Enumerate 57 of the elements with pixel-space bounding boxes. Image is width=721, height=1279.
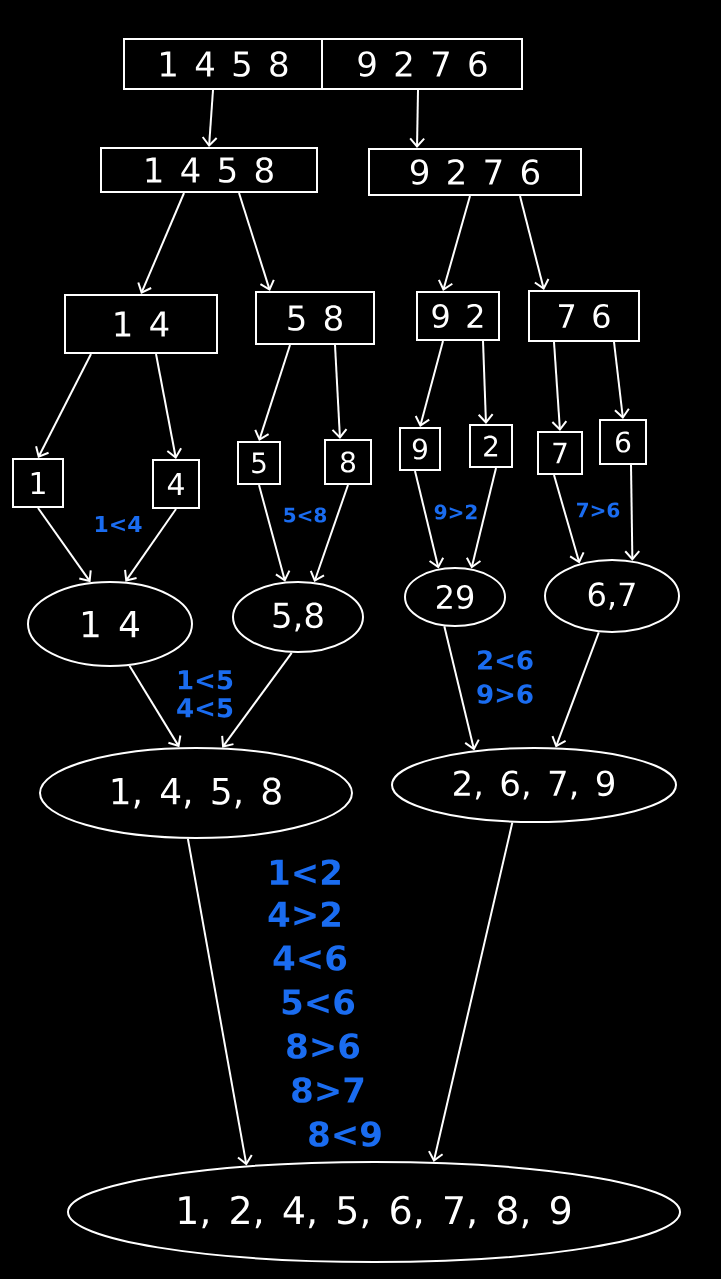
comparison-label: 9>6: [477, 684, 533, 704]
arrow: [409, 89, 426, 148]
array-box: 5 8: [255, 291, 375, 345]
comparison-label: 1<4: [95, 516, 142, 533]
comparison-label: 5<8: [284, 507, 327, 523]
arrow: [465, 467, 497, 569]
arrow: [128, 664, 182, 748]
comparison-label: 8>7: [292, 1077, 364, 1103]
arrow: [309, 484, 349, 583]
comparison-label: 2<6: [478, 650, 533, 670]
array-box: 2: [469, 424, 513, 468]
arrow: [553, 474, 585, 564]
arrow: [35, 353, 92, 458]
arrow: [519, 195, 550, 290]
arrow: [201, 89, 218, 147]
array-box: 7: [537, 431, 583, 475]
arrow: [437, 195, 471, 291]
arrow: [477, 340, 494, 424]
array-box: 4: [152, 459, 200, 509]
comparison-label: 4>2: [268, 901, 340, 927]
arrow: [37, 507, 92, 583]
array-box: 1 4: [64, 294, 218, 354]
comparison-label: 5<6: [282, 989, 355, 1015]
array-box: 8: [324, 439, 372, 485]
arrow: [414, 340, 444, 427]
array-box: 9: [399, 427, 441, 471]
arrow: [137, 192, 185, 294]
arrow: [443, 625, 480, 751]
arrow: [186, 837, 253, 1166]
arrow: [551, 631, 600, 748]
arrow: [221, 651, 293, 748]
array-box: 1: [12, 458, 64, 508]
comparison-label: 7>6: [577, 502, 620, 518]
comparison-label: 4<6: [273, 945, 347, 971]
arrow: [551, 341, 568, 431]
array-box: 1 4 5 8: [100, 147, 318, 193]
comparison-label: 4<5: [177, 698, 233, 718]
array-box: 9 2: [416, 291, 500, 341]
comparison-label: 9>2: [434, 504, 477, 520]
arrow: [427, 821, 514, 1162]
comparison-label: 8>6: [287, 1033, 360, 1059]
arrow: [155, 353, 183, 459]
comparison-label: 1<5: [178, 670, 233, 690]
array-box: 9 2 7 6: [368, 148, 582, 196]
arrow: [331, 344, 348, 439]
arrow: [414, 470, 445, 569]
split-array-box: 1 4 5 8 9 2 7 6: [123, 38, 523, 90]
arrow: [624, 464, 641, 561]
arrow: [613, 341, 630, 419]
arrow: [258, 484, 291, 582]
comparison-label: 1<2: [270, 859, 340, 885]
arrow: [254, 344, 291, 441]
array-box: 5: [237, 441, 281, 485]
arrow: [124, 508, 177, 582]
arrow: [238, 192, 275, 291]
array-box: 6: [599, 419, 647, 465]
array-box: 7 6: [528, 290, 640, 342]
